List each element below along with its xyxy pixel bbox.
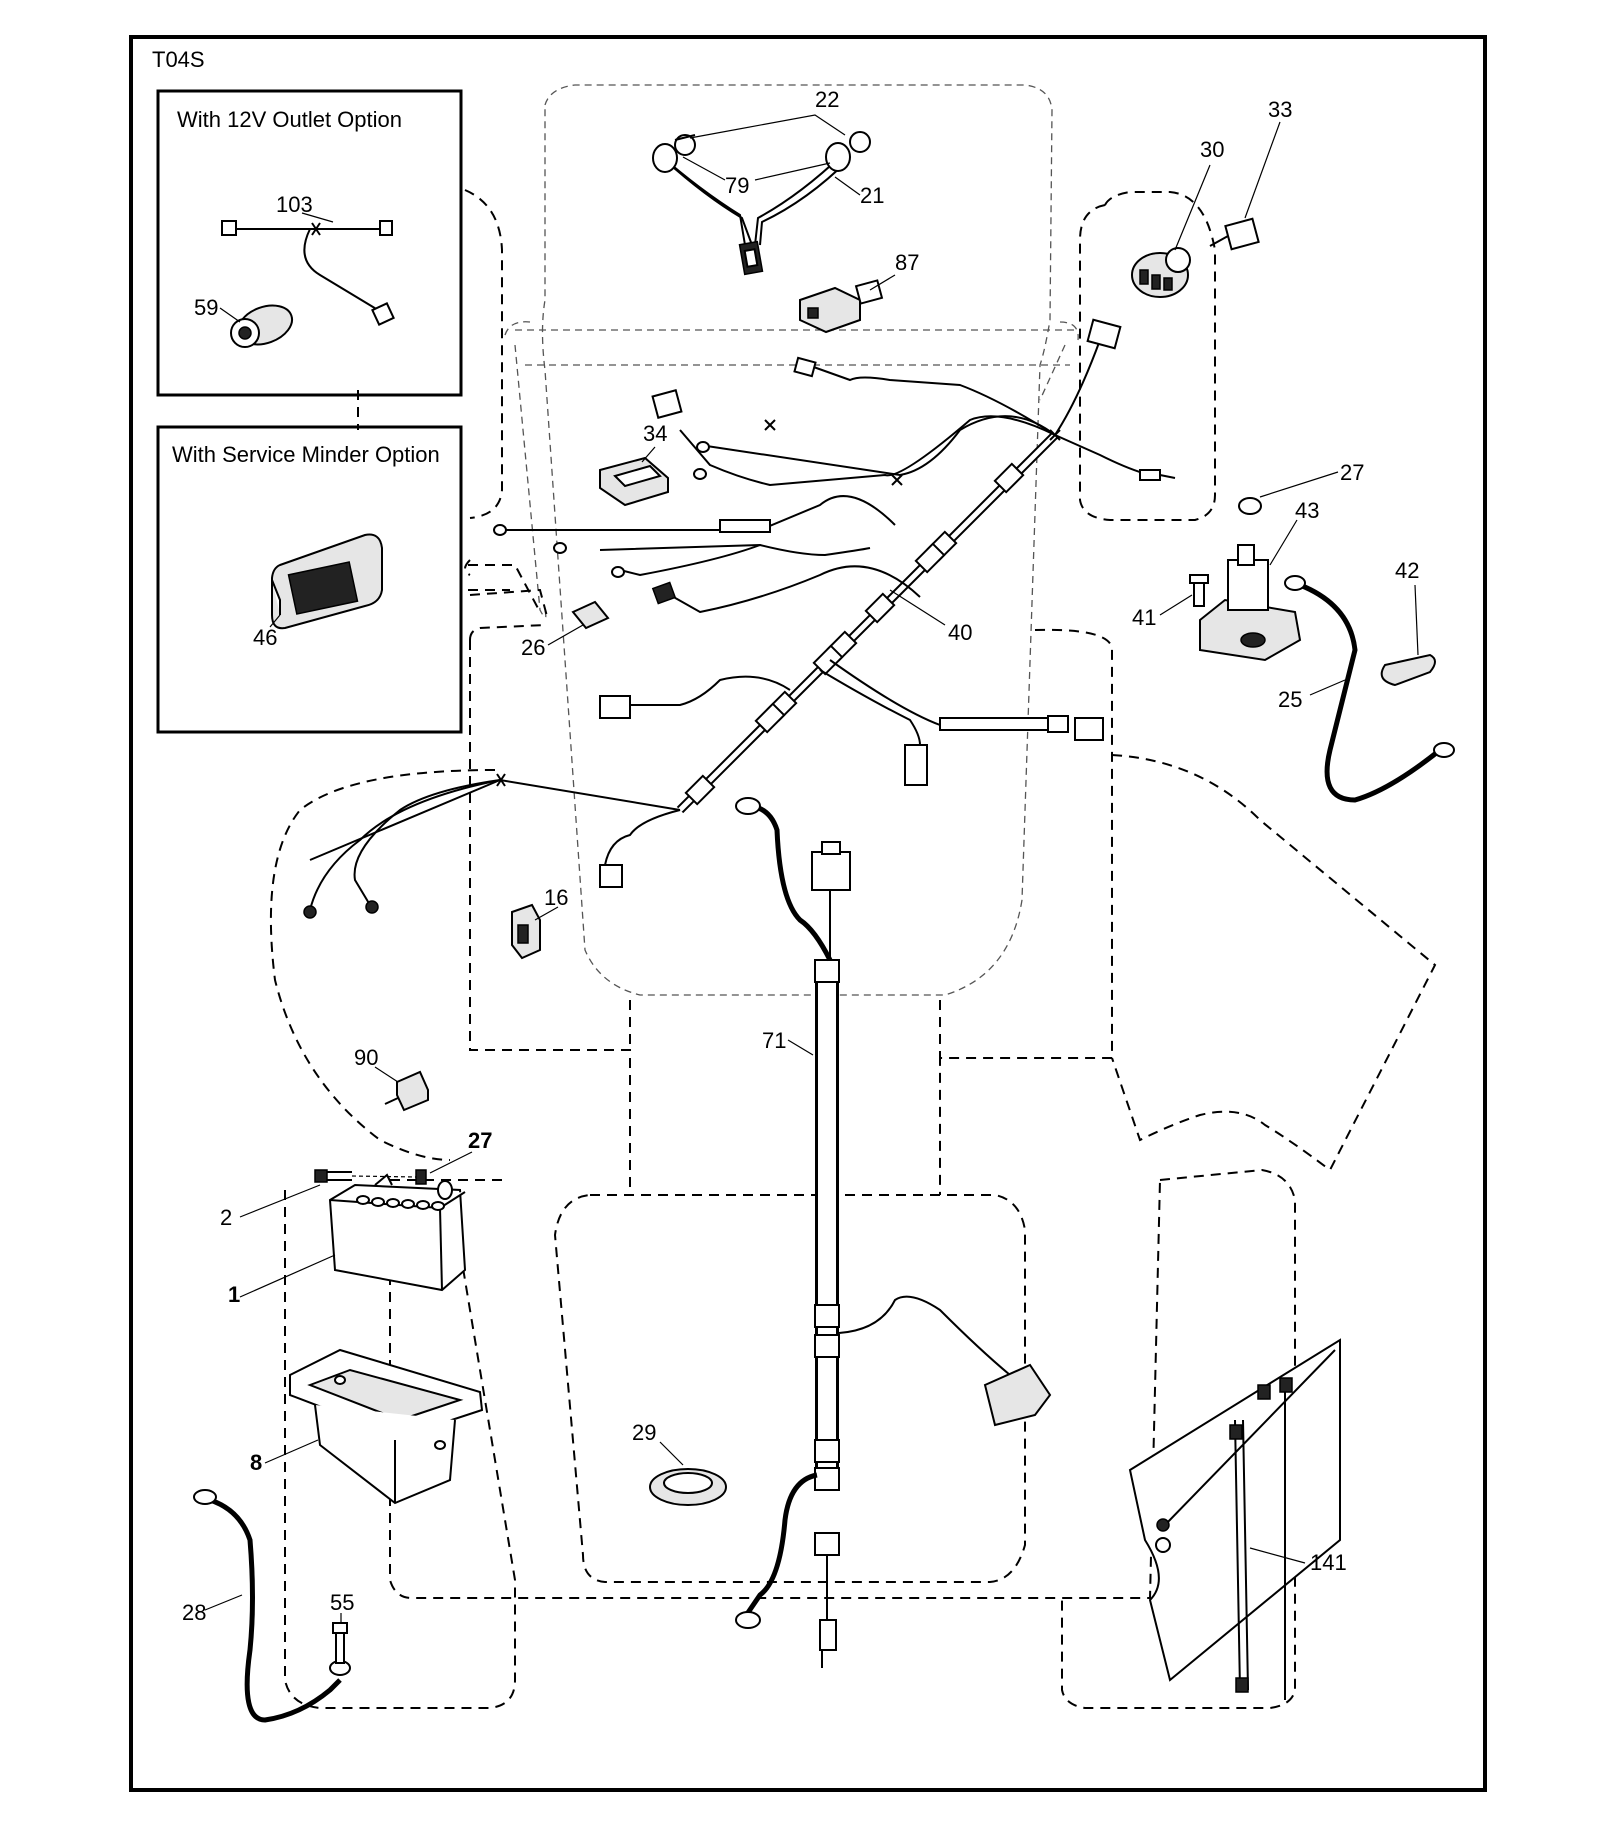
- part-2-bolt: [314, 1169, 352, 1183]
- label-46: 46: [253, 625, 277, 650]
- part-8-battery-tray: [289, 1348, 484, 1505]
- part-25-cable: [1284, 575, 1455, 803]
- part-87-relay: [799, 279, 884, 334]
- label-33: 33: [1268, 97, 1292, 122]
- part-103-harness: [221, 220, 395, 326]
- label-55: 55: [330, 1590, 354, 1615]
- chassis-outline: [284, 84, 1437, 1709]
- part-22-lamp-right: [825, 131, 871, 172]
- harness-left-loop: [269, 769, 506, 1161]
- label-41: 41: [1132, 605, 1156, 630]
- part-40-main-harness: [309, 318, 1176, 888]
- inset-12v-outlet: With 12V Outlet Option 103 59: [156, 89, 463, 397]
- part-90-plunger-switch: [384, 1070, 429, 1112]
- label-71: 71: [762, 1028, 786, 1053]
- part-55-bolt: [332, 1622, 348, 1664]
- part-41-bolt: [1189, 574, 1209, 607]
- label-25: 25: [1278, 687, 1302, 712]
- part-42-boot: [1380, 653, 1436, 687]
- label-21: 21: [860, 183, 884, 208]
- label-22: 22: [815, 87, 839, 112]
- label-27-battery: 27: [468, 1128, 492, 1153]
- part-46-service-minder: [271, 533, 383, 630]
- label-34: 34: [643, 421, 667, 446]
- inset-service-minder: With Service Minder Option 46: [156, 425, 463, 734]
- part-29-grommet: [649, 1468, 727, 1506]
- diagram-frame: [129, 35, 1487, 1792]
- diagram-code: T04S: [152, 47, 205, 72]
- label-1: 1: [228, 1282, 240, 1307]
- label-79: 79: [725, 173, 749, 198]
- part-33-key: [1209, 217, 1260, 251]
- label-40: 40: [948, 620, 972, 645]
- inset-service-title: With Service Minder Option: [172, 442, 440, 467]
- label-16: 16: [544, 885, 568, 910]
- part-79-light-harness: [659, 154, 849, 276]
- label-87: 87: [895, 250, 919, 275]
- part-43-solenoid: [1199, 544, 1302, 662]
- part-28-ground-cable: [193, 1489, 351, 1723]
- part-22-lamp-left: [652, 134, 696, 173]
- label-2: 2: [220, 1205, 232, 1230]
- part-27-nut-top: [1238, 497, 1262, 515]
- part-27-nut-battery: [351, 1169, 427, 1185]
- label-30: 30: [1200, 137, 1224, 162]
- part-16-seat-switch: [511, 903, 541, 960]
- label-103: 103: [276, 192, 313, 217]
- label-59: 59: [194, 295, 218, 320]
- inset-12v-title: With 12V Outlet Option: [177, 107, 402, 132]
- label-26: 26: [521, 635, 545, 660]
- part-26-fuse: [571, 600, 610, 630]
- part-30-ignition-switch: [1131, 247, 1191, 298]
- label-8: 8: [250, 1450, 262, 1475]
- label-28: 28: [182, 1600, 206, 1625]
- label-43: 43: [1295, 498, 1319, 523]
- part-59-outlet: [230, 304, 294, 348]
- part-141-rod-assembly: [1128, 1338, 1341, 1700]
- label-42: 42: [1395, 558, 1419, 583]
- part-1-battery: [328, 1173, 467, 1292]
- label-141: 141: [1310, 1550, 1347, 1575]
- label-29: 29: [632, 1420, 656, 1445]
- label-27-top: 27: [1340, 460, 1364, 485]
- label-90: 90: [354, 1045, 378, 1070]
- part-34-switch: [599, 456, 669, 507]
- part-71-rear-harness: [735, 797, 1052, 1668]
